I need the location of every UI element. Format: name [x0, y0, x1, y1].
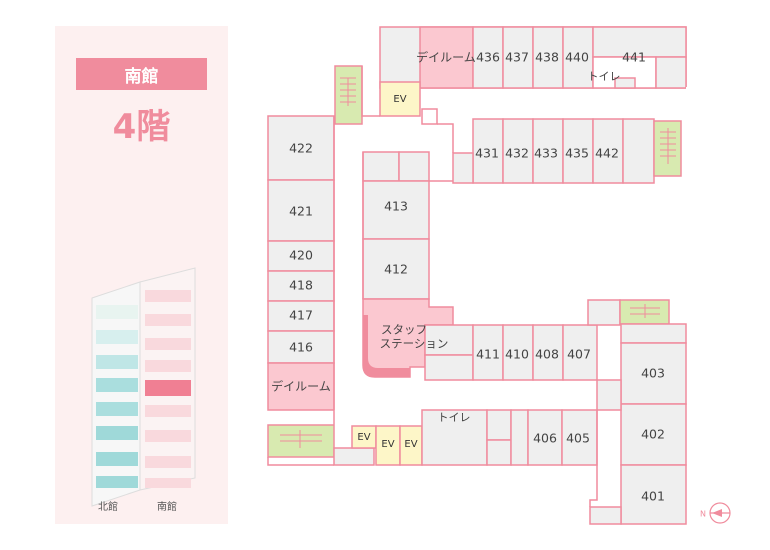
north-tower-label: 北館	[98, 502, 118, 513]
elevator-north-label: EV	[393, 94, 406, 105]
room-436[interactable]	[472, 26, 504, 89]
dayroom-west	[267, 362, 335, 411]
room-418[interactable]	[267, 270, 335, 302]
room-437-label: 437	[505, 50, 529, 65]
room-402-label: 402	[641, 427, 665, 442]
room-408-label: 408	[535, 347, 559, 362]
room-440-label: 440	[565, 50, 589, 65]
room-442[interactable]	[592, 118, 624, 184]
dayroom-north	[419, 26, 474, 89]
room-405-label: 405	[566, 431, 590, 446]
room-416-label: 416	[289, 340, 313, 355]
building-name-badge: 南館	[76, 58, 207, 90]
room-403[interactable]	[620, 342, 687, 405]
compass-north-label: N	[700, 510, 706, 519]
room-433-label: 433	[534, 146, 558, 161]
elevator-south-2	[375, 425, 401, 466]
compass-icon: N	[700, 502, 731, 524]
floor-number-label: 4階	[112, 106, 171, 147]
room-417-label: 417	[289, 308, 313, 323]
staff-station-label-2: ステーション	[380, 337, 449, 351]
room-401-label: 401	[641, 489, 665, 504]
room-413[interactable]	[362, 180, 430, 240]
room-422-label: 422	[289, 141, 313, 156]
room-420-label: 420	[289, 248, 313, 263]
room-441[interactable]	[592, 26, 687, 58]
elevator-south-3-label: EV	[404, 439, 417, 450]
room-438[interactable]	[532, 26, 564, 89]
room-418-label: 418	[289, 278, 313, 293]
room-403-label: 403	[641, 366, 665, 381]
room-407-label: 407	[567, 347, 591, 362]
room-432-label: 432	[505, 146, 529, 161]
room-431-label: 431	[475, 146, 499, 161]
room-411-label: 411	[476, 347, 500, 362]
toilet-north-label: トイレ	[588, 70, 621, 83]
room-435-label: 435	[565, 146, 589, 161]
elevator-south-1-label: EV	[357, 432, 370, 443]
staff-station-label-1: スタッフ	[381, 323, 427, 337]
room-438-label: 438	[535, 50, 559, 65]
room-442-label: 442	[595, 146, 619, 161]
dayroom-west-label: デイルーム	[271, 379, 331, 394]
room-408[interactable]	[532, 324, 564, 381]
room-413-label: 413	[384, 199, 408, 214]
room-436-label: 436	[476, 50, 500, 65]
room-402[interactable]	[620, 403, 687, 466]
room-435[interactable]	[562, 118, 594, 184]
room-431[interactable]	[472, 118, 504, 184]
room-410-label: 410	[505, 347, 529, 362]
room-441-label: 441	[622, 50, 646, 65]
toilet-south-label: トイレ	[438, 411, 471, 424]
room-422[interactable]	[267, 115, 335, 181]
building-3d-illustration	[91, 267, 196, 507]
room-412-label: 412	[384, 262, 408, 277]
room-407[interactable]	[562, 324, 598, 381]
room-401[interactable]	[620, 464, 687, 525]
room-410[interactable]	[502, 324, 534, 381]
room-421-label: 421	[289, 204, 313, 219]
elevator-north	[379, 81, 421, 117]
south-tower-label: 南館	[157, 502, 177, 513]
elevator-south-2-label: EV	[381, 439, 394, 450]
room-405[interactable]	[561, 409, 598, 466]
room-406-label: 406	[533, 431, 557, 446]
dayroom-north-label: デイルーム	[416, 50, 476, 65]
